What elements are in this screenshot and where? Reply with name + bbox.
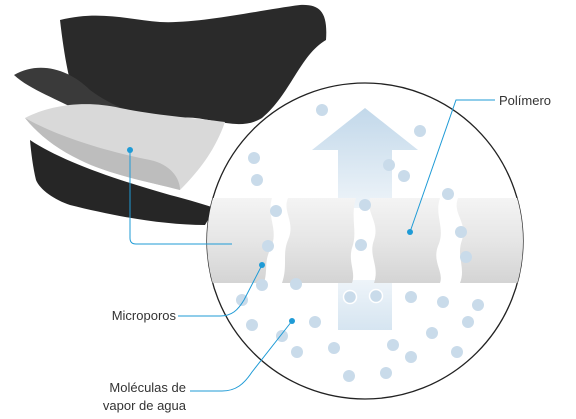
magnified-view: [206, 82, 524, 400]
molecule: [414, 125, 426, 137]
molecule: [270, 205, 282, 217]
molecule: [355, 239, 367, 251]
polymer-band-segment-3: [369, 198, 441, 283]
vapor-label-line1: Moléculas de: [109, 380, 186, 395]
vapor-label-line2: vapor de agua: [103, 398, 187, 413]
molecule: [472, 299, 484, 311]
molecule: [276, 330, 288, 342]
molecule: [343, 370, 355, 382]
molecule: [405, 351, 417, 363]
polymer-leader-dot: [407, 229, 413, 235]
fabric-layers: [14, 4, 327, 225]
molecule: [246, 319, 258, 331]
leader-lines: [129, 99, 495, 392]
molecule: [387, 339, 399, 351]
molecule: [380, 367, 392, 379]
polymer-leader-line: [409, 99, 495, 233]
molecule: [442, 188, 454, 200]
micropores-leader-line: [178, 264, 263, 317]
molecule: [248, 152, 260, 164]
polymer-band-segment-4: [456, 198, 523, 283]
molecule: [359, 199, 371, 211]
molecule: [328, 342, 340, 354]
molecule: [460, 251, 472, 263]
membrane-leader-dot: [127, 147, 133, 153]
molecules-in-flow: [342, 288, 384, 305]
molecule: [437, 296, 449, 308]
molecule: [455, 226, 467, 238]
molecule: [290, 278, 302, 290]
polymer-band-segment-2: [282, 198, 356, 283]
inner-fabric-layer: [30, 140, 215, 225]
molecule: [462, 316, 474, 328]
vapor-column: [338, 280, 392, 330]
outer-fabric-layer: [60, 4, 327, 127]
molecule: [342, 289, 358, 305]
molecule: [316, 104, 328, 116]
micropores-label: Microporos: [112, 308, 177, 323]
vapor-leader-line: [190, 320, 293, 392]
molecule: [368, 288, 384, 304]
molecule: [256, 279, 268, 291]
molecule: [262, 240, 274, 252]
polymer-label: Polímero: [499, 93, 551, 108]
molecule: [291, 346, 303, 358]
molecule: [398, 170, 410, 182]
molecule: [383, 159, 395, 171]
molecule: [405, 291, 417, 303]
white-membrane-layer: [25, 104, 225, 190]
polymer-band-segment-1: [207, 198, 274, 283]
vapor-up-arrow: [312, 108, 418, 208]
vapor-leader-dot: [289, 318, 295, 324]
molecule: [251, 174, 263, 186]
molecule: [451, 346, 463, 358]
leader-dots: [127, 147, 413, 324]
membrane-leader-line: [129, 150, 232, 245]
molecule: [309, 316, 321, 328]
white-membrane-edge: [25, 118, 180, 190]
micropores-leader-dot: [259, 262, 265, 268]
molecule: [426, 327, 438, 339]
